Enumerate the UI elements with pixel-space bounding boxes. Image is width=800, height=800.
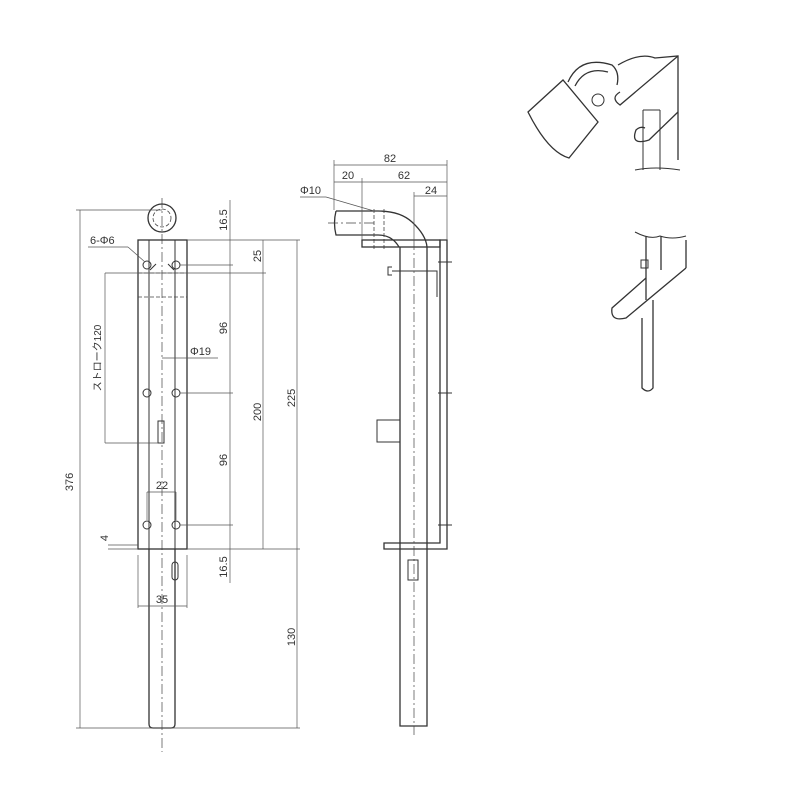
mounting-plate — [137, 239, 188, 550]
dim-handle-offset: 62 — [398, 170, 410, 182]
padlock-body — [527, 79, 599, 159]
dim-pitch-lower: 96 — [218, 454, 230, 466]
dim-hole-spacing: 22 — [156, 480, 168, 492]
dim-rod-extension: 130 — [286, 628, 298, 646]
knob-hidden — [152, 208, 172, 228]
bracket — [383, 239, 448, 550]
bracket-plate — [617, 55, 679, 160]
handle-inner — [333, 210, 400, 248]
dim-overall: 376 — [64, 473, 76, 491]
dim-plate-thickness: 4 — [99, 535, 111, 541]
padlock-shackle — [567, 61, 619, 86]
front-view: 376 16.5 25 96 96 200 225 16.5 130 4 ストロ… — [64, 198, 300, 752]
latch-rod — [641, 300, 654, 392]
dim-bracket-offset: 24 — [425, 185, 437, 197]
side-view: 82 20 62 24 Φ10 — [300, 153, 452, 735]
dim-hole-span: 200 — [252, 403, 264, 421]
slot — [157, 420, 165, 444]
dim-bottom-margin: 16.5 — [218, 556, 230, 577]
latch-illustration — [611, 231, 687, 392]
dim-plate-width: 35 — [156, 594, 168, 606]
front-dimension-lines — [76, 200, 300, 729]
handle-outer — [336, 210, 428, 248]
dim-stroke: ストローク120 — [92, 324, 104, 391]
screw-holes — [142, 260, 181, 530]
dim-holes: 6-Φ6 — [90, 235, 115, 247]
dim-plate-length: 225 — [286, 389, 298, 407]
dim-pitch-upper: 96 — [218, 322, 230, 334]
dim-overall-depth: 82 — [384, 153, 396, 165]
lower-slot — [171, 561, 179, 581]
side-slot — [407, 559, 419, 581]
dim-handle-diameter: Φ10 — [300, 185, 321, 197]
tab — [376, 419, 401, 443]
dim-handle-length: 20 — [342, 170, 354, 182]
dim-hole-offset: 25 — [252, 250, 264, 262]
padlock-illustration — [527, 55, 681, 171]
latch-arm — [611, 267, 687, 320]
side-rod — [399, 247, 428, 727]
dim-rod-diameter: Φ19 — [190, 346, 211, 358]
knob — [147, 203, 177, 233]
side-dimension-lines — [300, 160, 448, 240]
dim-top-margin: 16.5 — [218, 209, 230, 230]
